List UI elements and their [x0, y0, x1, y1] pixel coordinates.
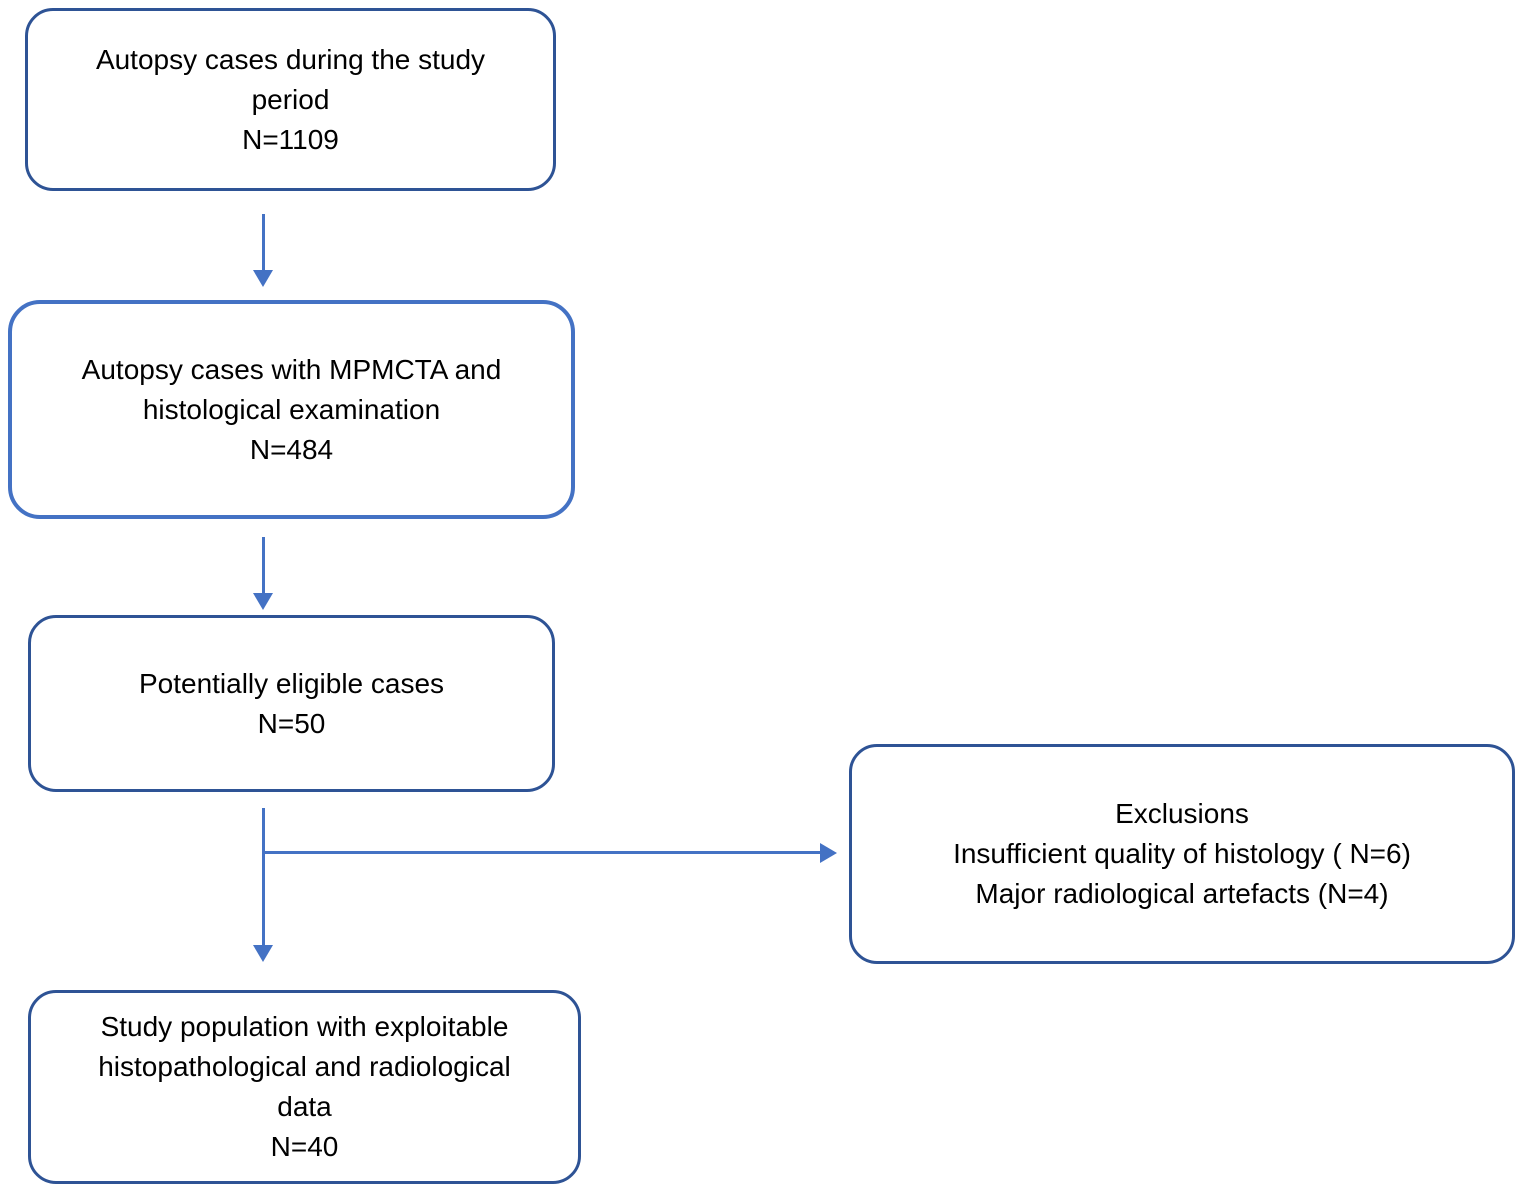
arrow-down-icon	[253, 593, 273, 610]
text-line: Autopsy cases during the study	[95, 43, 486, 75]
flow-box-exclusions-text: Exclusions Insufficient quality of histo…	[852, 794, 1512, 914]
text-line: histopathological and radiological	[98, 1051, 511, 1082]
arrow-mpmcta-to-eligible-stem	[262, 537, 265, 595]
arrow-eligible-to-exclusions-stem	[262, 851, 820, 854]
text-line: N=484	[249, 433, 334, 465]
arrow-right-icon	[820, 843, 837, 863]
text-line: N=40	[270, 1131, 339, 1162]
arrow-down-icon	[253, 945, 273, 962]
text-line: Potentially eligible cases	[138, 667, 445, 699]
flow-box-eligible: Potentially eligible cases N=50	[28, 615, 555, 792]
text-line: Exclusions	[1115, 798, 1249, 829]
text-line: Study population with exploitable	[100, 1011, 509, 1042]
flow-box-autopsy-total-text: Autopsy cases during the study period N=…	[28, 40, 553, 160]
arrow-eligible-to-population-stem	[262, 808, 265, 948]
flow-box-autopsy-total: Autopsy cases during the study period N=…	[25, 8, 556, 191]
text-line: Autopsy cases with MPMCTA and	[81, 353, 502, 385]
text-line: N=50	[257, 707, 326, 739]
text-line: histological examination	[142, 393, 441, 425]
arrow-down-icon	[253, 270, 273, 287]
text-line: Insufficient quality of histology ( N=6)	[953, 838, 1411, 869]
flow-box-mpmcta-histology: Autopsy cases with MPMCTA and histologic…	[8, 300, 575, 519]
flow-box-exclusions: Exclusions Insufficient quality of histo…	[849, 744, 1515, 964]
text-line: data	[277, 1091, 332, 1122]
arrow-autopsy-to-mpmcta-stem	[262, 214, 265, 272]
text-line: period	[251, 83, 330, 115]
text-line: N=1109	[242, 123, 339, 155]
flow-box-mpmcta-histology-text: Autopsy cases with MPMCTA and histologic…	[12, 350, 571, 470]
flow-box-study-population-text: Study population with exploitable histop…	[31, 1007, 578, 1167]
flow-box-study-population: Study population with exploitable histop…	[28, 990, 581, 1184]
flow-box-eligible-text: Potentially eligible cases N=50	[31, 664, 552, 744]
text-line: Major radiological artefacts (N=4)	[975, 878, 1389, 909]
